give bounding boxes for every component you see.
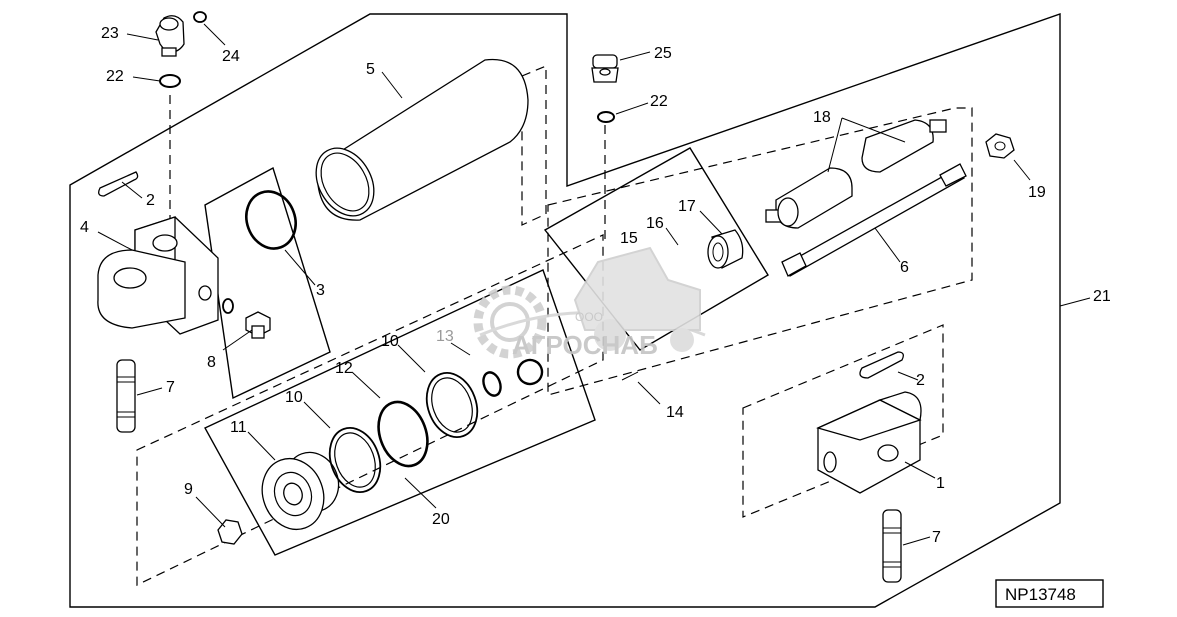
callout-4: 4	[80, 219, 89, 236]
piston-rod-18	[765, 119, 947, 229]
piston-kit-box-20	[204, 269, 596, 556]
cotter-pin-2-left	[98, 171, 139, 197]
piston-11	[261, 451, 340, 531]
callout-22-right: 22	[650, 93, 668, 110]
callout-20: 20	[432, 511, 450, 528]
callout-22-left: 22	[106, 68, 124, 85]
cylinder-tube-5	[315, 58, 529, 221]
callout-15: 15	[620, 230, 638, 247]
callout-10-upper: 10	[381, 333, 399, 350]
callout-1: 1	[936, 475, 945, 492]
o-ring-24	[193, 11, 207, 23]
o-ring-8	[222, 298, 234, 314]
bolt-8	[245, 311, 271, 339]
callout-13: 13	[436, 328, 454, 345]
callout-10-lower: 10	[285, 389, 303, 406]
nut-19	[985, 133, 1015, 159]
callout-6: 6	[900, 259, 909, 276]
rod-end-clevis-1	[816, 391, 922, 494]
callout-3: 3	[316, 282, 325, 299]
o-ring-22-left	[159, 74, 181, 88]
tie-rod-6	[781, 163, 967, 277]
lower-dashed-boundary	[136, 234, 604, 586]
callout-2-left: 2	[146, 192, 155, 209]
seal-ring-12	[377, 400, 429, 468]
watermark-company: АГРОСНАБ	[512, 330, 658, 360]
diagram-code-box: NP13748	[995, 579, 1104, 608]
callout-11: 11	[230, 419, 247, 436]
elbow-fitting-23	[155, 15, 185, 57]
watermark-prefix: ООО	[575, 310, 603, 324]
callout-23: 23	[101, 25, 119, 42]
callout-5: 5	[366, 61, 375, 78]
assembly-outline	[69, 13, 1061, 608]
callout-25: 25	[654, 45, 672, 62]
pin-7-right	[882, 509, 902, 583]
callout-2-right: 2	[916, 372, 925, 389]
seal-ring-3	[245, 190, 297, 250]
callout-14: 14	[666, 404, 684, 421]
tube-group-boundary	[521, 65, 547, 226]
rod-group-boundary	[547, 107, 973, 396]
callout-21: 21	[1093, 288, 1111, 305]
callout-16: 16	[646, 215, 664, 232]
callout-24: 24	[222, 48, 240, 65]
callout-17: 17	[678, 198, 696, 215]
seal-box-3	[204, 166, 331, 400]
diagram-code: NP13748	[1005, 585, 1076, 604]
callout-19: 19	[1028, 184, 1046, 201]
leader-lines	[97, 23, 1091, 546]
wear-ring-10-upper	[425, 372, 479, 438]
watermark-logo: ООО АГРОСНАБ	[473, 246, 706, 360]
callout-7-right: 7	[932, 529, 941, 546]
clevis-bracket-4	[97, 216, 219, 335]
callout-7-left: 7	[166, 379, 175, 396]
cotter-pin-2-right	[859, 351, 904, 379]
wear-ring-10-lower	[328, 427, 382, 493]
callout-12: 12	[335, 360, 353, 377]
fitting-25	[591, 54, 619, 83]
callout-9: 9	[184, 481, 193, 498]
bushing-17	[707, 229, 744, 269]
pin-7-left	[116, 359, 136, 433]
o-ring-22-right	[597, 111, 615, 123]
callout-8: 8	[207, 354, 216, 371]
callout-18: 18	[813, 109, 831, 126]
seals-13	[482, 358, 544, 397]
